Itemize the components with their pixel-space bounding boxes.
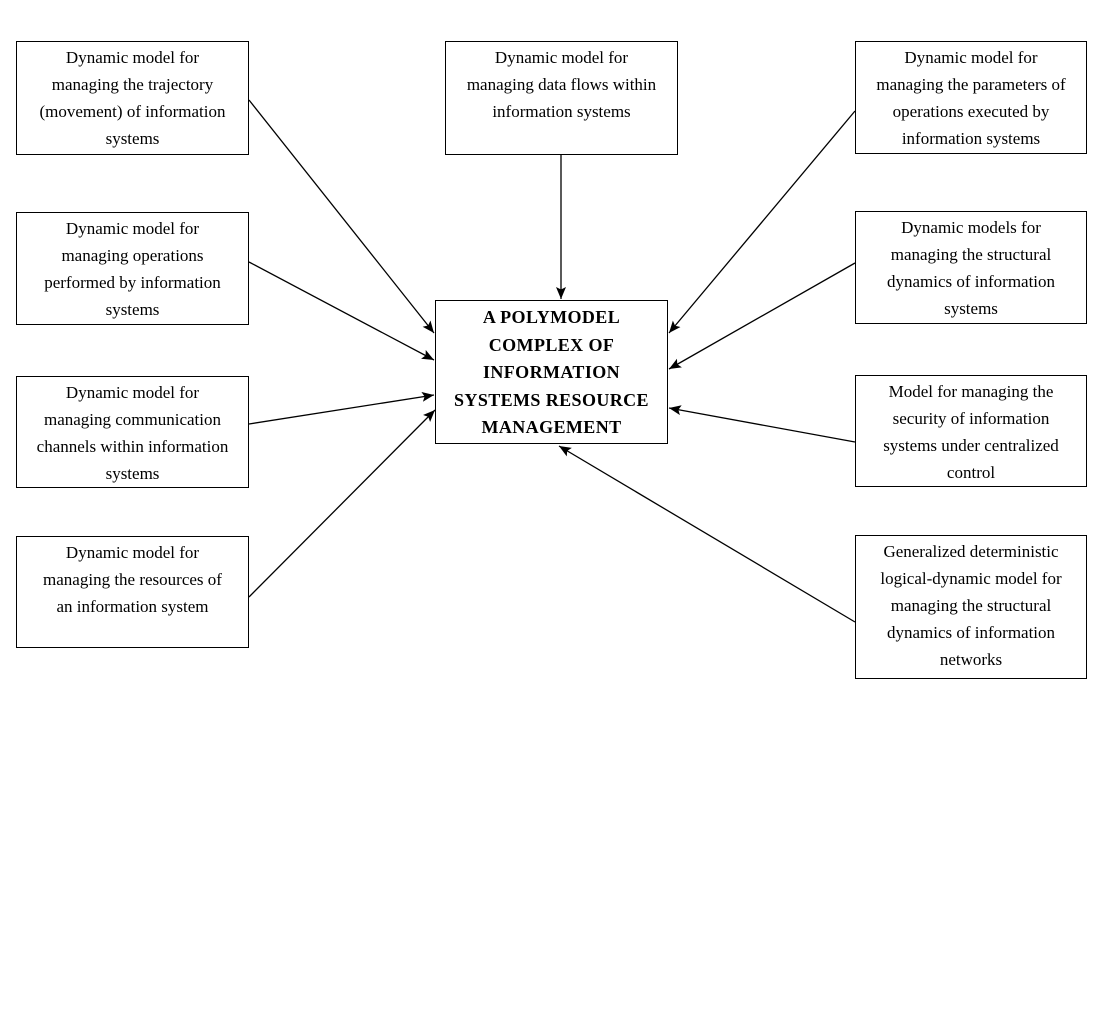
arrow-left2-to-center (248, 261, 435, 361)
node-operations-performed-model: Dynamic model for managing operations pe… (16, 212, 249, 325)
arrow-left4-to-center (248, 409, 436, 598)
arrow-right1-to-center (668, 110, 856, 334)
node-operation-parameters-model: Dynamic model for managing the parameter… (855, 41, 1087, 154)
node-communication-channels-model: Dynamic model for managing communication… (16, 376, 249, 488)
node-logical-dynamic-networks-model: Generalized deterministic logical-dynami… (855, 535, 1087, 679)
node-polymodel-complex-center: A POLYMODEL COMPLEX OF INFORMATION SYSTE… (435, 300, 668, 444)
node-structural-dynamics-systems-model: Dynamic models for managing the structur… (855, 211, 1087, 324)
node-trajectory-model: Dynamic model for managing the trajector… (16, 41, 249, 155)
node-data-flows-model: Dynamic model for managing data flows wi… (445, 41, 678, 155)
node-resources-model: Dynamic model for managing the resources… (16, 536, 249, 648)
arrow-right2-to-center (668, 262, 856, 370)
arrow-left3-to-center (248, 391, 435, 425)
node-security-centralized-control-model: Model for managing the security of infor… (855, 375, 1087, 487)
arrow-left1-to-center (248, 99, 435, 334)
arrow-right3-to-center (668, 405, 856, 443)
arrow-right4-to-center (558, 445, 856, 623)
